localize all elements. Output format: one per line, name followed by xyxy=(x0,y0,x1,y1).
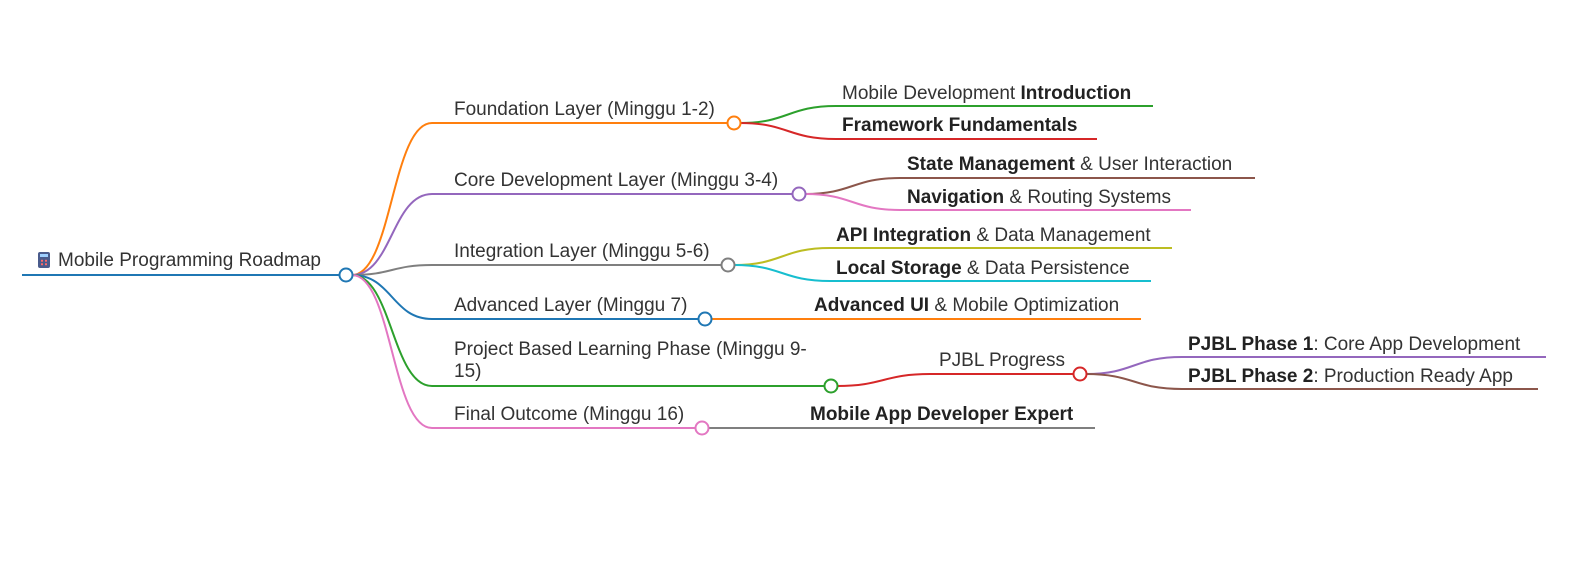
branch-5-child-1-sub-1-label[interactable]: PJBL Phase 1: Core App Development xyxy=(1188,334,1520,356)
branch-1-child-2-label[interactable]: Framework Fundamentals xyxy=(842,115,1077,137)
root-title: Mobile Programming Roadmap xyxy=(58,250,321,271)
branch-2-child-2-label-bold-text: Navigation xyxy=(907,187,1005,208)
branch-2-toggle[interactable] xyxy=(791,186,807,202)
branch-2-child-2-label-rest-text: & Routing Systems xyxy=(1004,187,1171,208)
branch-4-child-1-label-rest-text: & Mobile Optimization xyxy=(929,295,1120,316)
branch-5-child-1-label-text: PJBL Progress xyxy=(939,350,1066,371)
branch-6-child-1-label[interactable]: Mobile App Developer Expert xyxy=(810,404,1073,426)
branch-5-child-1-sub-2-label-rest-text: : Production Ready App xyxy=(1313,366,1513,387)
branch-5-child-1-edge xyxy=(836,373,931,387)
branch-5-child-1-label[interactable]: PJBL Progress xyxy=(939,350,1065,372)
branch-2-child-1-edge xyxy=(804,177,901,195)
branch-5-child-1-toggle[interactable] xyxy=(1072,366,1088,382)
branch-5-label[interactable]: Project Based Learning Phase (Minggu 9-1… xyxy=(454,339,807,382)
branch-1-edge xyxy=(351,122,433,276)
branch-2-child-1-label[interactable]: State Management & User Interaction xyxy=(907,154,1232,176)
branch-6-toggle[interactable] xyxy=(694,420,710,436)
branch-2-child-1-label-bold-text: State Management xyxy=(907,154,1075,175)
branch-3-child-1-label-bold-text: API Integration xyxy=(836,225,972,246)
branch-4-edge xyxy=(351,274,433,320)
branch-1-child-2-label-bold-text: Framework Fundamentals xyxy=(842,115,1078,136)
branch-4-child-1-label[interactable]: Advanced UI & Mobile Optimization xyxy=(814,295,1119,317)
branch-3-child-2-label-rest-text: & Data Persistence xyxy=(961,258,1130,279)
branch-2-child-2-label[interactable]: Navigation & Routing Systems xyxy=(907,187,1171,209)
branch-5-toggle[interactable] xyxy=(823,378,839,394)
branch-6-label[interactable]: Final Outcome (Minggu 16) xyxy=(454,404,685,425)
branch-6-edge xyxy=(351,274,433,429)
branch-4-label[interactable]: Advanced Layer (Minggu 7) xyxy=(454,295,688,316)
branch-1-child-1-label-text: Mobile Development xyxy=(842,83,1021,104)
branch-5-child-1-sub-1-edge xyxy=(1085,356,1183,375)
branch-1-child-2-edge xyxy=(739,122,837,140)
branch-5-child-1-sub-1-label-rest-text: : Core App Development xyxy=(1313,334,1521,355)
branch-1-toggle[interactable] xyxy=(726,115,742,131)
branch-3-toggle[interactable] xyxy=(720,257,736,273)
branch-1-child-1-edge xyxy=(739,105,837,124)
branch-2-edge xyxy=(351,193,433,276)
branch-3-child-1-label[interactable]: API Integration & Data Management xyxy=(836,225,1151,247)
branch-2-child-1-label-rest-text: & User Interaction xyxy=(1074,154,1233,175)
branch-1-child-1-label-bold-text: Introduction xyxy=(1020,83,1132,104)
branch-6-child-1-label-bold-text: Mobile App Developer Expert xyxy=(810,404,1074,425)
branch-4-child-1-label-bold-text: Advanced UI xyxy=(814,295,930,316)
root-node-label[interactable]: Mobile Programming Roadmap xyxy=(38,250,321,272)
root-toggle[interactable] xyxy=(338,267,354,283)
branch-5-child-1-sub-2-label[interactable]: PJBL Phase 2: Production Ready App xyxy=(1188,366,1513,388)
branch-5-child-1-sub-2-label-bold-text: PJBL Phase 2 xyxy=(1188,366,1314,387)
branch-3-child-2-label[interactable]: Local Storage & Data Persistence xyxy=(836,258,1130,280)
branch-1-child-1-label[interactable]: Mobile Development Introduction xyxy=(842,83,1131,105)
branch-3-label[interactable]: Integration Layer (Minggu 5-6) xyxy=(454,241,710,262)
branch-5-child-1-sub-1-label-bold-text: PJBL Phase 1 xyxy=(1188,334,1314,355)
branch-3-child-1-edge xyxy=(733,247,831,266)
branch-2-label[interactable]: Core Development Layer (Minggu 3-4) xyxy=(454,170,779,191)
calculator-icon xyxy=(38,252,50,268)
branch-3-child-2-edge xyxy=(733,264,831,282)
branch-5-edge xyxy=(351,274,433,387)
branch-4-toggle[interactable] xyxy=(697,311,713,327)
branch-1-label[interactable]: Foundation Layer (Minggu 1-2) xyxy=(454,99,715,120)
branch-5-child-1-sub-2-edge xyxy=(1085,373,1183,390)
branch-3-child-2-label-bold-text: Local Storage xyxy=(836,258,962,279)
branch-3-child-1-label-rest-text: & Data Management xyxy=(971,225,1151,246)
branch-2-child-2-edge xyxy=(804,193,901,211)
branch-3-edge xyxy=(351,264,433,276)
